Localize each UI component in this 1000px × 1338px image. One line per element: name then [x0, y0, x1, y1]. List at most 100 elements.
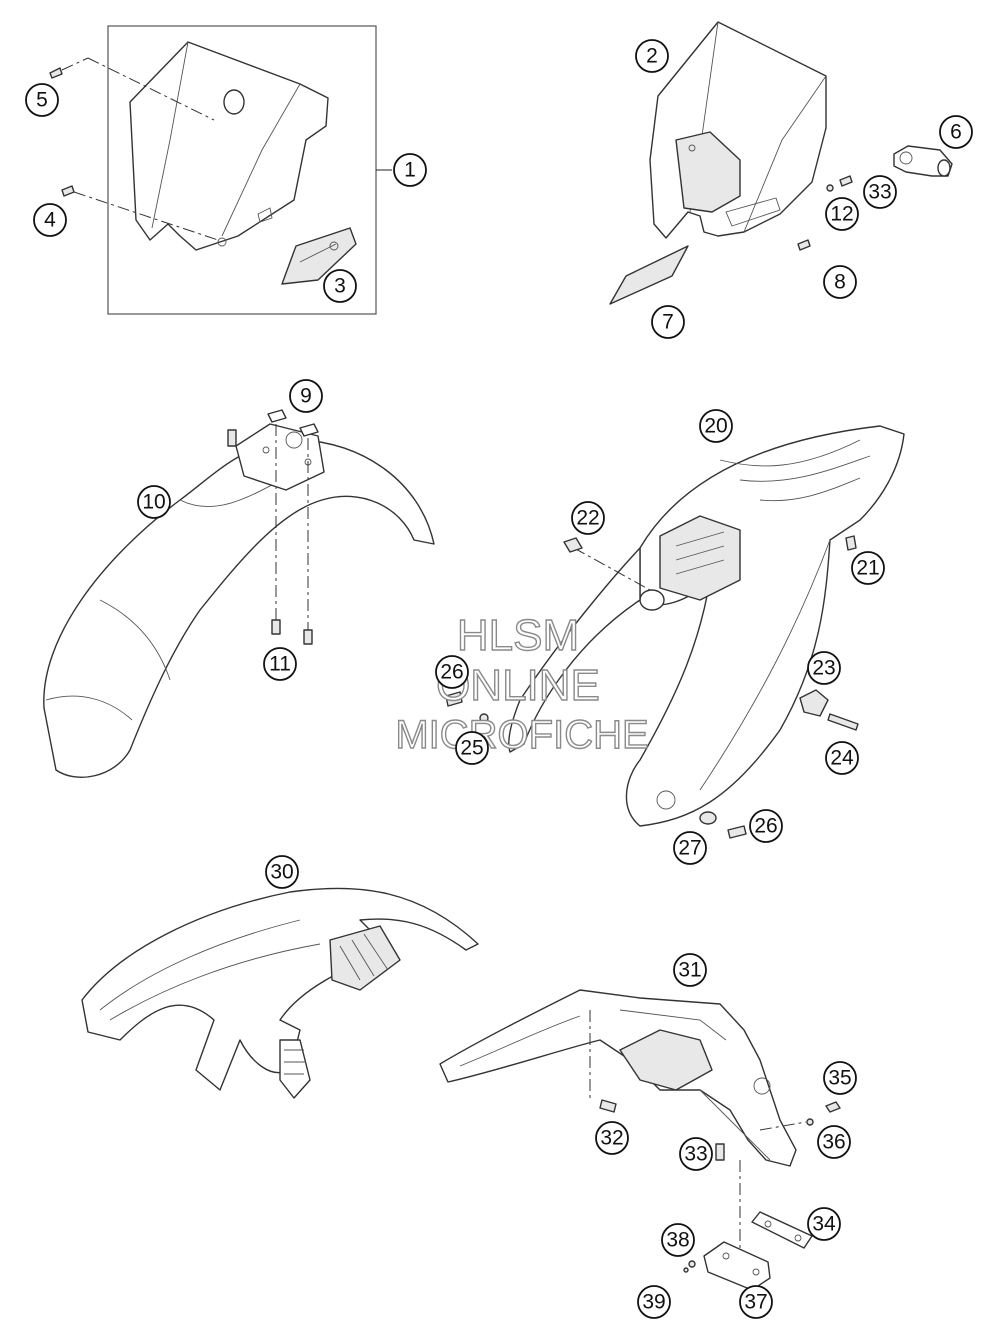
svg-text:8: 8	[834, 271, 846, 294]
callout-7: 7	[651, 305, 685, 339]
callout-10: 10	[137, 485, 171, 519]
callout-3: 3	[323, 269, 357, 303]
svg-text:4: 4	[44, 209, 56, 232]
dash-35	[759, 1121, 807, 1131]
callout-30: 30	[265, 855, 299, 889]
dash-5a	[61, 57, 89, 71]
callout-37: 37	[739, 1285, 773, 1319]
dash-22	[573, 547, 651, 591]
screw-part-8	[797, 239, 811, 251]
svg-text:24: 24	[830, 747, 854, 770]
callout-27: 27	[673, 831, 707, 865]
rear-fender-part-20	[508, 425, 905, 827]
screw-part-21	[845, 535, 857, 551]
callout-20: 20	[699, 409, 733, 443]
screw-part-35	[825, 1101, 841, 1113]
callout-22: 22	[571, 501, 605, 535]
bolt-part-24	[827, 713, 859, 731]
svg-text:23: 23	[812, 657, 835, 680]
svg-text:26: 26	[440, 661, 463, 684]
callout-23: 23	[807, 651, 841, 685]
screw-part-33-top	[839, 175, 853, 187]
callout-33: 33	[679, 1137, 713, 1171]
svg-text:30: 30	[270, 861, 293, 884]
svg-text:2: 2	[646, 45, 658, 68]
dash-5b	[87, 57, 215, 121]
clamp-part-6	[893, 145, 953, 177]
svg-text:27: 27	[678, 837, 701, 860]
callout-26-left: 26	[435, 655, 469, 689]
callout-6: 6	[939, 115, 973, 149]
bolt-part-26-right	[727, 825, 747, 839]
callout-4: 4	[33, 203, 67, 237]
callout-39: 39	[637, 1285, 671, 1319]
svg-text:21: 21	[856, 557, 879, 580]
screw-part-4	[61, 185, 75, 197]
front-fender-part-10	[43, 423, 435, 778]
sticker-part-7	[609, 245, 689, 305]
callout-38: 38	[661, 1223, 695, 1257]
callout-33-top: 33	[863, 175, 897, 209]
svg-text:20: 20	[704, 415, 727, 438]
svg-text:38: 38	[666, 1229, 689, 1252]
svg-text:26: 26	[754, 815, 777, 838]
bracket-part-3	[281, 227, 357, 285]
mudguard-part-31	[439, 989, 797, 1167]
screw-part-32	[599, 1099, 617, 1113]
svg-text:31: 31	[678, 959, 701, 982]
plate-part-34	[751, 1211, 813, 1249]
nut-part-23	[799, 689, 829, 717]
svg-text:12: 12	[830, 203, 853, 226]
svg-text:33: 33	[868, 181, 891, 204]
dash-4	[73, 191, 219, 241]
callout-9: 9	[289, 379, 323, 413]
watermark-line1: HLSM	[457, 611, 579, 660]
svg-text:9: 9	[300, 385, 312, 408]
washer-part-36	[806, 1118, 814, 1126]
screw-part-33	[715, 1143, 725, 1161]
bracket-part-37	[703, 1241, 771, 1291]
bolt-part-11a	[271, 619, 281, 635]
callout-35: 35	[823, 1061, 857, 1095]
callout-25: 25	[455, 731, 489, 765]
svg-text:3: 3	[334, 275, 346, 298]
washer-part-38	[688, 1260, 696, 1268]
svg-text:5: 5	[36, 89, 48, 112]
callout-31: 31	[673, 953, 707, 987]
nut-part-39	[683, 1267, 689, 1273]
watermark-line3: MICROFICHE	[395, 713, 648, 757]
callout-2: 2	[635, 39, 669, 73]
svg-text:7: 7	[662, 311, 674, 334]
washer-part-27	[699, 811, 717, 825]
washer-part-9b	[299, 423, 319, 437]
svg-text:33: 33	[684, 1143, 707, 1166]
callout-26-right: 26	[749, 809, 783, 843]
svg-text:36: 36	[822, 1131, 845, 1154]
callout-36: 36	[817, 1125, 851, 1159]
svg-text:1: 1	[404, 159, 416, 182]
callout-24: 24	[825, 741, 859, 775]
svg-text:39: 39	[642, 1291, 665, 1314]
svg-text:25: 25	[460, 737, 483, 760]
svg-text:32: 32	[600, 1127, 623, 1150]
bolt-part-11b	[303, 629, 313, 645]
svg-text:37: 37	[744, 1291, 767, 1314]
headlight-mask-part-2	[649, 21, 827, 239]
washer-part-9a	[267, 409, 287, 423]
callout-21: 21	[851, 551, 885, 585]
callout-11: 11	[263, 647, 297, 681]
nut-part-22	[563, 537, 583, 553]
callout-12: 12	[825, 197, 859, 231]
watermark: HLSM ONLINE MICROFICHE	[395, 610, 650, 757]
svg-text:11: 11	[269, 653, 291, 676]
washer-part-25	[479, 713, 489, 723]
svg-text:6: 6	[950, 121, 962, 144]
svg-text:10: 10	[142, 491, 165, 514]
svg-text:35: 35	[828, 1067, 851, 1090]
callout-8: 8	[823, 265, 857, 299]
callout-1: 1	[393, 153, 427, 187]
screw-part-5	[49, 67, 63, 79]
washer-part-12	[826, 184, 834, 192]
svg-text:22: 22	[576, 507, 599, 530]
